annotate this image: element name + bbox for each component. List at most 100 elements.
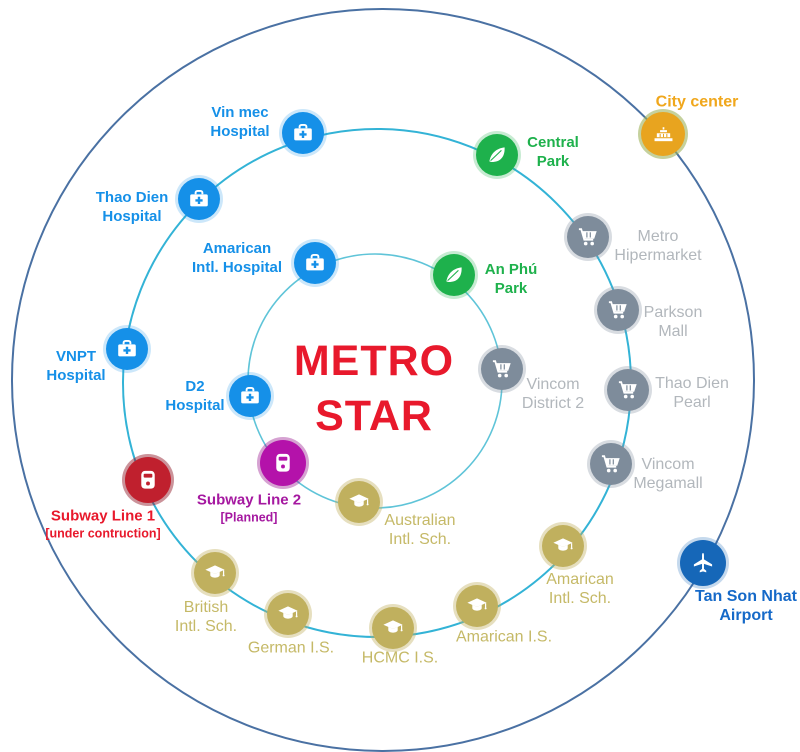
label-line: Tan Son Nhat xyxy=(695,588,797,605)
thao-dien-pearl-marker xyxy=(607,369,649,411)
city-center-marker xyxy=(641,112,685,156)
first-aid-icon xyxy=(294,123,312,141)
subway-line-1-label: Subway Line 1[under contruction] xyxy=(45,507,160,542)
label-line: Amarican I.S. xyxy=(455,628,553,646)
central-park-marker xyxy=(476,134,518,176)
label-line: British xyxy=(183,599,229,616)
label-line: Hospital xyxy=(165,397,225,414)
hcmc-intl-school-marker xyxy=(372,607,414,649)
amarican-intl-hospital-marker xyxy=(294,242,336,284)
label-line: Hospital xyxy=(46,367,106,384)
project-title-line2: STAR xyxy=(315,392,433,440)
hcmc-intl-school-label: HCMC I.S. xyxy=(362,649,438,668)
vincom-megamall-marker xyxy=(590,443,632,485)
tan-son-nhat-airport-marker xyxy=(680,540,726,586)
city-center-label: City center xyxy=(656,93,739,112)
leaf-icon xyxy=(489,147,505,163)
vnpt-hospital-marker xyxy=(106,328,148,370)
label-line: Hipermarket xyxy=(614,247,702,264)
label-line: Central xyxy=(527,134,579,151)
label-line: Thao Dien xyxy=(655,375,729,392)
train-icon xyxy=(141,470,155,489)
label-line: Vincom xyxy=(526,376,580,393)
label-line: Subway Line 1 xyxy=(50,507,156,525)
shopping-cart-icon xyxy=(492,360,511,378)
vin-mec-hospital-marker xyxy=(282,112,324,154)
first-aid-icon xyxy=(241,386,259,404)
label-line: [under contruction] xyxy=(45,526,161,541)
metro-hipermarket-marker xyxy=(567,216,609,258)
shopping-cart-icon xyxy=(578,228,597,246)
label-line: HCMC I.S. xyxy=(361,649,439,667)
first-aid-icon xyxy=(306,253,324,271)
amarican-is-marker xyxy=(456,585,498,627)
label-line: Park xyxy=(494,280,528,297)
graduation-cap-icon xyxy=(467,598,487,611)
british-intl-school-marker xyxy=(194,552,236,594)
label-line: Vincom xyxy=(641,456,695,473)
label-line: Mall xyxy=(658,323,688,340)
label-line: Airport xyxy=(719,607,773,624)
label-line: Megamall xyxy=(633,475,703,492)
project-title-line1: METRO xyxy=(293,337,455,385)
vincom-district-2-marker xyxy=(481,348,523,390)
graduation-cap-icon xyxy=(383,620,403,633)
label-line: District 2 xyxy=(521,395,585,412)
thao-dien-hospital-marker xyxy=(178,178,220,220)
label-line: Amarican xyxy=(546,571,614,588)
vnpt-hospital-label: VNPT Hospital xyxy=(46,347,105,385)
an-phu-park-marker xyxy=(433,254,475,296)
label-line: Vin mec xyxy=(211,104,269,121)
project-title: METRO STAR xyxy=(294,334,454,444)
label-line: VNPT xyxy=(55,348,96,365)
label-line: Hospital xyxy=(210,123,270,140)
shopping-cart-icon xyxy=(618,381,637,399)
leaf-icon xyxy=(446,267,462,283)
label-line: Intl. Hospital xyxy=(192,259,282,276)
shopping-cart-icon xyxy=(601,455,620,473)
german-intl-school-label: German I.S. xyxy=(248,639,334,658)
parkson-mall-marker xyxy=(597,289,639,331)
label-line: [Planned] xyxy=(220,510,278,525)
label-line: Metro xyxy=(637,228,679,245)
airplane-icon xyxy=(693,553,713,573)
graduation-cap-icon xyxy=(349,494,369,507)
label-line: Intl. Sch. xyxy=(174,618,238,635)
label-line: Subway Line 2 xyxy=(196,491,302,509)
label-line: Intl. Sch. xyxy=(548,590,612,607)
label-line: D2 xyxy=(185,378,205,395)
label-line: German I.S. xyxy=(247,639,335,657)
label-line: Park xyxy=(536,153,570,170)
subway-line-2-label: Subway Line 2[Planned] xyxy=(197,491,301,526)
train-icon xyxy=(276,453,290,472)
amarican-is-label: Amarican I.S. xyxy=(456,628,552,647)
australian-intl-school-marker xyxy=(338,481,380,523)
label-line: Amarican xyxy=(202,240,272,257)
graduation-cap-icon xyxy=(553,538,573,551)
label-line: An Phú xyxy=(484,261,538,278)
label-line: Parkson xyxy=(643,304,703,321)
subway-line-2-marker xyxy=(260,440,306,486)
outer-ring xyxy=(11,8,755,752)
first-aid-icon xyxy=(118,339,136,357)
label-line: Australian xyxy=(384,512,456,529)
amarican-intl-school-marker xyxy=(542,525,584,567)
graduation-cap-icon xyxy=(205,565,225,578)
subway-line-1-marker xyxy=(125,457,171,503)
label-line: Hospital xyxy=(102,208,162,225)
